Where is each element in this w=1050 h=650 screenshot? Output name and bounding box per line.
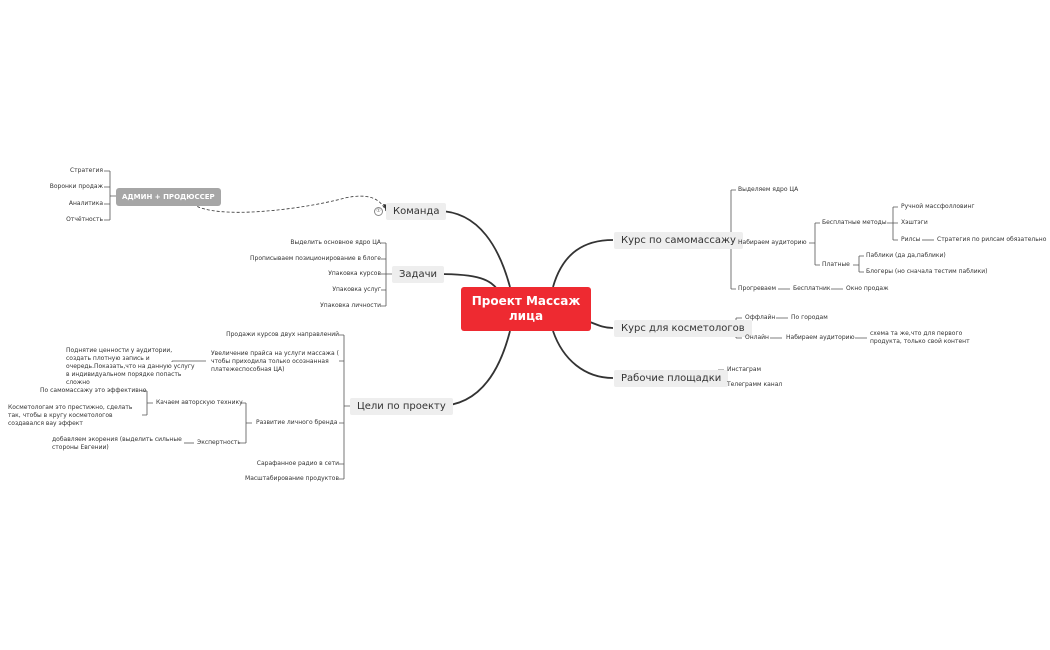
subtopic-sales-funnels[interactable]: Воронки продаж [49,183,103,190]
cosm-gather-audience[interactable]: Набираем аудиторию [786,334,855,341]
topic-admin-producer[interactable]: АДМИН + ПРОДЮССЕР [116,188,221,206]
topic-team[interactable]: Команда [386,203,447,220]
expertise-note[interactable]: добавляем экорения (выделить сильные сто… [52,436,182,451]
goal-price-increase[interactable]: Увеличение прайса на услуги массажа ( чт… [211,350,339,373]
goal-expertise[interactable]: Экспертность [197,439,241,446]
self-core-audience[interactable]: Выделяем ядро ЦА [738,186,799,193]
branch-line-team [437,210,511,288]
branch-line-platforms [552,330,614,379]
paid-bloggers[interactable]: Блогеры (но сначала тестим паблики) [866,268,988,275]
task-positioning[interactable]: Прописываем позиционирование в блоге [250,255,381,262]
link-count-badge: ① [374,207,383,216]
free-mass-following[interactable]: Ручной массфолловинг [901,203,975,210]
subtopic-analytics[interactable]: Аналитика [68,200,103,207]
self-gather-audience[interactable]: Набираем аудиторию [738,239,807,246]
technique-cosmetologists[interactable]: Косметологам это престижно, сделать так,… [8,404,133,427]
free-hashtags[interactable]: Хэштэги [901,219,928,226]
cosm-online[interactable]: Онлайн [745,334,769,341]
goal-personal-brand[interactable]: Развитие личного бренда [256,419,338,426]
task-service-packaging[interactable]: Упаковка услуг [332,286,381,293]
central-topic[interactable]: Проект Массаж лица [461,287,591,331]
goal-word-of-mouth[interactable]: Сарафанное радио в сети [256,460,339,467]
cosm-by-cities[interactable]: По городам [791,314,828,321]
paid-publics[interactable]: Паблики (да да,паблики) [866,252,946,259]
goal-product-scaling[interactable]: Масштабирование продуктов [245,475,339,482]
subtopic-strategy[interactable]: Стратегия [69,167,103,174]
branch-line-goals [437,330,511,407]
self-sales-window[interactable]: Окно продаж [846,285,889,292]
topic-work-platforms[interactable]: Рабочие площадки [614,370,729,387]
task-personal-packaging[interactable]: Упаковка личности [320,302,381,309]
topic-self-massage-course[interactable]: Курс по самомассажу [614,232,743,249]
relation-line-admin-team [192,195,387,213]
branch-line-self-course [552,239,614,288]
self-free-product[interactable]: Бесплатник [793,285,831,292]
platform-telegram[interactable]: Телеграмм канал [727,381,783,388]
topic-tasks[interactable]: Задачи [392,266,444,283]
branch-line-cosmetologists [589,321,614,329]
subtopic-reporting[interactable]: Отчётность [66,216,103,223]
topic-goals[interactable]: Цели по проекту [350,398,453,415]
task-course-packaging[interactable]: Упаковка курсов [328,270,381,277]
free-reels[interactable]: Рилсы [901,236,921,243]
self-warm-up[interactable]: Прогреваем [738,285,777,292]
self-paid-methods[interactable]: Платные [822,261,850,268]
platform-instagram[interactable]: Инстаграм [727,366,762,373]
self-free-methods[interactable]: Бесплатные методы [822,219,887,226]
goal-price-note[interactable]: Поднятие ценности у аудитории, создать п… [66,347,195,386]
reels-strategy[interactable]: Стратегия по рилсам обязательно [937,236,1047,243]
goal-course-sales[interactable]: Продажи курсов двух направлений [226,331,339,338]
technique-self-massage[interactable]: По самомассажу это эффективно [40,387,147,394]
cosm-scheme-note[interactable]: схема та же,что для первого продукта, то… [870,330,970,345]
goal-author-technique[interactable]: Качаем авторскую технику [156,399,243,406]
topic-cosmetologists-course[interactable]: Курс для косметологов [614,320,752,337]
cosm-offline[interactable]: Оффлайн [745,314,776,321]
task-core-audience[interactable]: Выделить основное ядро ЦА [290,239,381,246]
